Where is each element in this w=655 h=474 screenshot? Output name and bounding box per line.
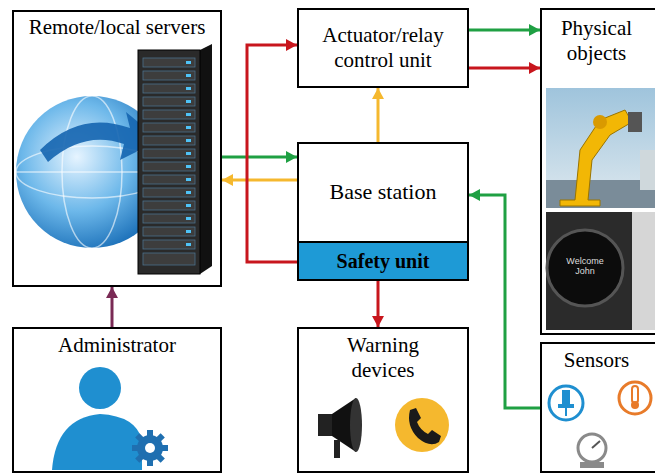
server-rack-icon <box>138 44 212 274</box>
connector-arrow <box>469 67 540 70</box>
sensors-box: Sensors <box>540 342 655 473</box>
box-label: Sensors <box>564 348 629 373</box>
sensor-icons <box>549 382 651 468</box>
administrator-box: Administrator <box>12 327 222 473</box>
connector-arrow <box>469 195 540 408</box>
connector-arrow <box>222 156 297 159</box>
screen-text: Welcome John <box>560 257 610 277</box>
box-label: Physical objects <box>542 16 651 66</box>
connector-arrow <box>222 179 297 182</box>
box-label: Remote/local servers <box>29 15 206 40</box>
objects-box: Physical objects <box>540 8 655 335</box>
box-label: Base station <box>330 179 437 205</box>
server-box: Remote/local servers <box>12 10 222 287</box>
connector-arrow <box>469 29 540 32</box>
administrator-icon <box>52 367 168 470</box>
box-label: Administrator <box>58 333 176 358</box>
siren-icon <box>318 398 362 458</box>
connector-arrow <box>377 279 380 327</box>
box-label: Actuator/relay control unit <box>303 23 463 73</box>
box-label: Warning devices <box>323 333 443 383</box>
phone-icon <box>395 398 449 452</box>
actuator-box: Actuator/relay control unit <box>297 8 469 88</box>
base-station-box: Base stationSafety unit <box>297 142 469 281</box>
smart-lock-picture <box>546 212 655 330</box>
connector-arrow <box>377 88 380 142</box>
unit-label: Safety unit <box>337 249 430 273</box>
safety-band: Safety unit <box>299 241 467 279</box>
connector-arrow <box>247 45 299 262</box>
warning-box: Warning devices <box>297 327 469 473</box>
robot-arm-picture <box>546 88 655 208</box>
connector-arrow <box>111 287 114 327</box>
